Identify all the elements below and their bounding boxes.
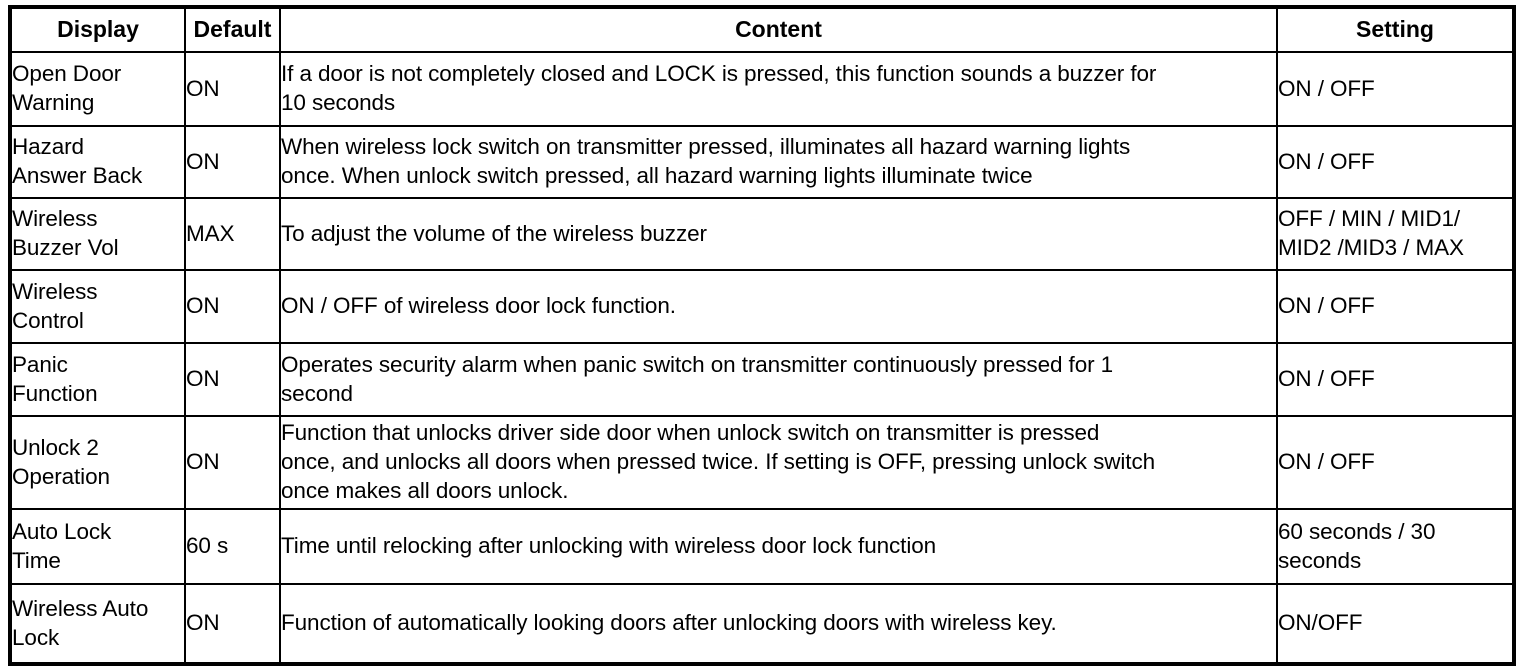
setting-line: ON / OFF [1278, 293, 1375, 319]
content-line: 10 seconds [281, 90, 396, 115]
content-line: ON / OFF of wireless door lock function. [281, 293, 676, 319]
display-line: Control [12, 307, 84, 333]
table-row: Open Door Warning ON If a door is not co… [9, 51, 1515, 127]
cell-display: Panic Function [9, 342, 186, 417]
cell-default: ON [184, 415, 281, 510]
table-row: Wireless Control ON ON / OFF of wireless… [9, 269, 1515, 344]
content-line: Function of automatically looking doors … [281, 610, 1057, 636]
column-header-setting: Setting [1276, 6, 1515, 53]
cell-content: Function of automatically looking doors … [279, 583, 1278, 665]
display-line: Hazard [12, 134, 84, 160]
table-header-row: Display Default Content Setting [9, 6, 1515, 53]
setting-line: ON / OFF [1278, 449, 1375, 475]
table-row: Panic Function ON Operates security alar… [9, 342, 1515, 417]
display-line: Panic [12, 351, 68, 377]
cell-default: MAX [184, 197, 281, 271]
cell-content: ON / OFF of wireless door lock function. [279, 269, 1278, 344]
content-line: Operates security alarm when panic switc… [281, 351, 1114, 377]
display-line: Auto Lock [12, 518, 112, 544]
display-line: Time [12, 547, 61, 573]
content-line: once, and unlocks all doors when pressed… [281, 449, 1156, 475]
column-header-display: Display [9, 6, 186, 53]
content-line: Time until relocking after unlocking wit… [281, 533, 937, 559]
cell-display: Wireless Control [9, 269, 186, 344]
cell-setting: ON / OFF [1276, 415, 1515, 510]
column-header-default: Default [184, 6, 281, 53]
setting-line: seconds [1278, 547, 1362, 573]
cell-content: Time until relocking after unlocking wit… [279, 508, 1278, 585]
cell-display: Open Door Warning [9, 51, 186, 127]
cell-display: Hazard Answer Back [9, 125, 186, 199]
cell-default: ON [184, 269, 281, 344]
cell-setting: 60 seconds / 30 seconds [1276, 508, 1515, 585]
setting-line: MID2 /MID3 / MAX [1278, 235, 1464, 260]
setting-line: OFF / MIN / MID1/ [1278, 206, 1461, 232]
content-line: once makes all doors unlock. [281, 477, 569, 503]
cell-default: ON [184, 51, 281, 127]
display-line: Function [12, 380, 98, 406]
cell-setting: ON/OFF [1276, 583, 1515, 665]
setting-line: ON / OFF [1278, 148, 1375, 174]
cell-default: ON [184, 342, 281, 417]
display-line: Wireless Auto [12, 595, 149, 621]
content-line: When wireless lock switch on transmitter… [281, 134, 1131, 160]
table-row: Wireless Buzzer Vol MAX To adjust the vo… [9, 197, 1515, 271]
cell-setting: OFF / MIN / MID1/ MID2 /MID3 / MAX [1276, 197, 1515, 271]
content-line: Function that unlocks driver side door w… [281, 420, 1100, 446]
display-line: Buzzer Vol [12, 235, 119, 260]
cell-display: Wireless Buzzer Vol [9, 197, 186, 271]
cell-display: Wireless Auto Lock [9, 583, 186, 665]
content-line: second [281, 380, 353, 406]
cell-content: If a door is not completely closed and L… [279, 51, 1278, 127]
cell-setting: ON / OFF [1276, 51, 1515, 127]
setting-line: ON / OFF [1278, 75, 1375, 101]
cell-display: Unlock 2 Operation [9, 415, 186, 510]
table-row: Hazard Answer Back ON When wireless lock… [9, 125, 1515, 199]
cell-setting: ON / OFF [1276, 269, 1515, 344]
cell-setting: ON / OFF [1276, 125, 1515, 199]
display-line: Warning [12, 90, 95, 115]
display-line: Answer Back [12, 163, 143, 188]
content-line: once. When unlock switch pressed, all ha… [281, 163, 1033, 188]
content-line: If a door is not completely closed and L… [281, 61, 1157, 87]
display-line: Wireless [12, 206, 98, 232]
display-line: Unlock 2 [12, 434, 99, 460]
cell-default: ON [184, 125, 281, 199]
cell-content: Operates security alarm when panic switc… [279, 342, 1278, 417]
cell-display: Auto Lock Time [9, 508, 186, 585]
table-row: Auto Lock Time 60 s Time until relocking… [9, 508, 1515, 585]
display-line: Lock [12, 624, 60, 650]
cell-content: When wireless lock switch on transmitter… [279, 125, 1278, 199]
setting-line: ON / OFF [1278, 366, 1375, 392]
cell-setting: ON / OFF [1276, 342, 1515, 417]
table-row: Wireless Auto Lock ON Function of automa… [9, 583, 1515, 665]
setting-line: 60 seconds / 30 [1278, 518, 1436, 544]
table-header: Display Default Content Setting [9, 6, 1515, 53]
cell-content: To adjust the volume of the wireless buz… [279, 197, 1278, 271]
wireless-door-lock-settings-table: Display Default Content Setting Open Doo… [8, 5, 1516, 666]
content-line: To adjust the volume of the wireless buz… [281, 220, 707, 246]
cell-default: 60 s [184, 508, 281, 585]
table-body: Open Door Warning ON If a door is not co… [9, 51, 1515, 665]
cell-default: ON [184, 583, 281, 665]
setting-line: ON/OFF [1278, 610, 1363, 636]
display-line: Open Door [12, 61, 122, 87]
column-header-content: Content [279, 6, 1278, 53]
cell-content: Function that unlocks driver side door w… [279, 415, 1278, 510]
table-row: Unlock 2 Operation ON Function that unlo… [9, 415, 1515, 510]
display-line: Wireless [12, 278, 98, 304]
display-line: Operation [12, 463, 110, 489]
